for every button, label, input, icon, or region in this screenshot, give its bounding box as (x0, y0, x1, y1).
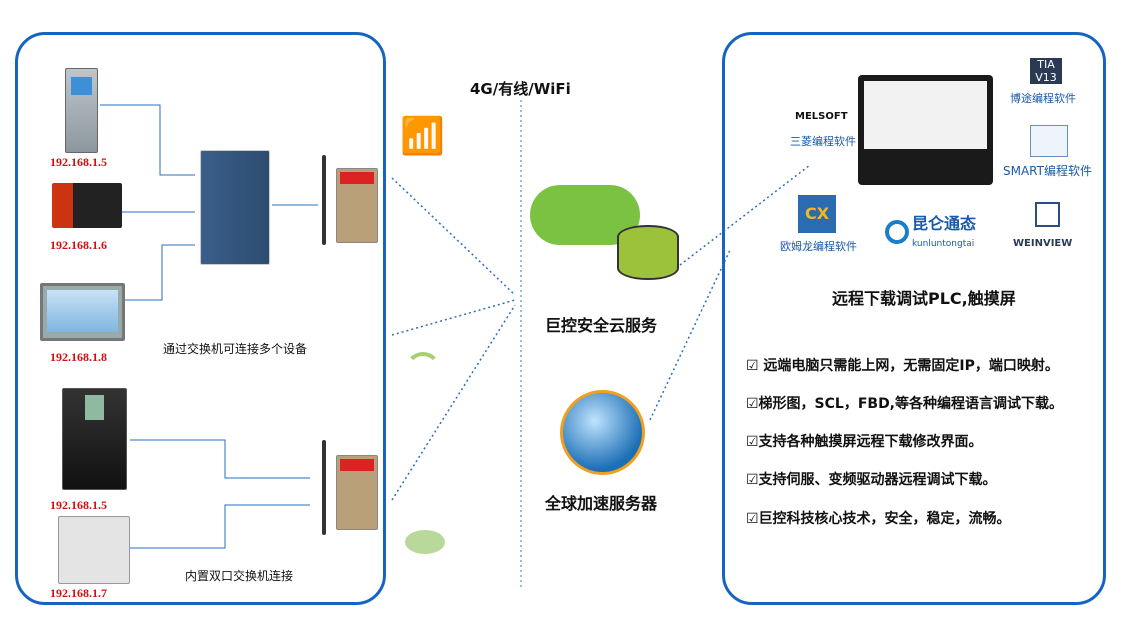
signal-tower-icon: 📶 (400, 116, 445, 157)
kunlun-logo: 昆仑通态 (912, 214, 977, 233)
global-server-label: 全球加速服务器 (545, 494, 658, 513)
weinview-logo: WEINVIEW (1013, 238, 1073, 249)
feature-item: ☑支持伺服、变频驱动器远程调试下载。 (746, 472, 997, 488)
hmi-touchscreen (40, 283, 125, 341)
plc-s7-1500 (65, 68, 98, 153)
dual-port-note: 内置双口交换机连接 (185, 569, 294, 583)
globe-icon (560, 390, 645, 475)
software-label: 欧姆龙编程软件 (780, 240, 857, 253)
cx-logo: CX (798, 195, 836, 233)
software-label: 三菱编程软件 (790, 135, 856, 148)
weinview-icon (1035, 202, 1060, 227)
feature-item: ☑支持各种触摸屏远程下载修改界面。 (746, 434, 983, 450)
feature-item: ☑巨控科技核心技术，安全，稳定，流畅。 (746, 511, 1011, 527)
servo-drive (58, 516, 130, 584)
smart-icon (1030, 125, 1068, 157)
laptop-icon (858, 75, 993, 185)
plc-rack (52, 183, 122, 228)
feature-item: ☑ 远端电脑只需能上网，无需固定IP，端口映射。 (746, 358, 1059, 374)
device-ip: 192.168.1.5 (50, 155, 107, 169)
antenna-icon (322, 155, 326, 245)
software-label: 博途编程软件 (1010, 92, 1076, 105)
4g-router (336, 455, 378, 530)
switch-note: 通过交换机可连接多个设备 (163, 342, 308, 356)
cloud-router-icon (617, 225, 679, 280)
4g-router (336, 168, 378, 243)
industrial-switch (200, 150, 270, 265)
device-ip: 192.168.1.7 (50, 586, 107, 600)
kunlun-icon (885, 220, 909, 244)
antenna-icon (322, 440, 326, 535)
kunlun-sub: kunluntongtai (912, 239, 975, 249)
cloud-service-label: 巨控安全云服务 (545, 316, 658, 335)
field-devices-panel (15, 32, 386, 605)
panel-title: 远程下载调试PLC,触摸屏 (832, 289, 1016, 308)
melsoft-logo: MELSOFT (795, 111, 848, 122)
router-icon (405, 530, 445, 554)
software-label: SMART编程软件 (1003, 164, 1092, 178)
remote-pc-panel (722, 32, 1106, 605)
wifi-icon (405, 352, 441, 388)
inverter (62, 388, 127, 490)
tia-logo: TIA V13 (1030, 58, 1062, 84)
device-ip: 192.168.1.8 (50, 350, 107, 364)
network-label: 4G/有线/WiFi (470, 80, 571, 98)
device-ip: 192.168.1.5 (50, 498, 107, 512)
feature-item: ☑梯形图，SCL，FBD,等各种编程语言调试下载。 (746, 396, 1064, 412)
device-ip: 192.168.1.6 (50, 238, 107, 252)
